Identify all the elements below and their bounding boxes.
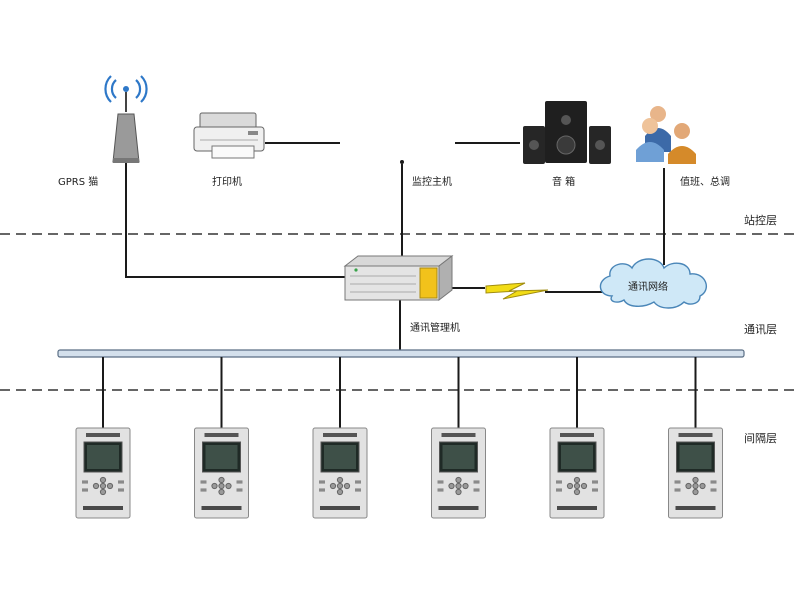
cloud-icon — [599, 258, 708, 309]
protection-relay-device-icon — [549, 427, 605, 519]
connection-lines — [125, 142, 665, 350]
lightning-link-icon — [485, 282, 549, 300]
layer-label-comm: 通讯层 — [744, 323, 777, 336]
layer-label-station: 站控层 — [744, 213, 777, 227]
users-label: 值班、总调 — [680, 175, 730, 188]
communication-server-icon — [343, 254, 454, 302]
communication-bus — [57, 349, 745, 358]
host-label: 监控主机 — [412, 175, 452, 188]
gprs-modem-antenna-icon — [104, 75, 148, 163]
speaker-icon — [523, 101, 611, 164]
protection-relay-device-icon — [431, 427, 486, 519]
network-cloud-label: 通讯网络 — [628, 280, 668, 293]
protection-relay-device-icon — [668, 427, 723, 519]
comm-manager-label: 通讯管理机 — [410, 321, 460, 334]
printer-label: 打印机 — [212, 175, 242, 188]
gprs-to-comm-manager-line — [125, 162, 345, 278]
gprs-label: GPRS 猫 — [58, 175, 98, 188]
protection-relay-device-icon — [194, 427, 249, 519]
speaker-label: 音 箱 — [552, 175, 575, 188]
bay-devices-group — [75, 427, 723, 519]
protection-relay-device-icon — [75, 427, 131, 519]
monitor-host-icon — [400, 160, 404, 164]
layer-label-bay: 间隔层 — [744, 432, 777, 445]
bay-drop-lines — [102, 357, 697, 428]
printer-icon — [193, 112, 265, 159]
users-group-icon — [636, 106, 696, 164]
protection-relay-device-icon — [312, 427, 368, 519]
